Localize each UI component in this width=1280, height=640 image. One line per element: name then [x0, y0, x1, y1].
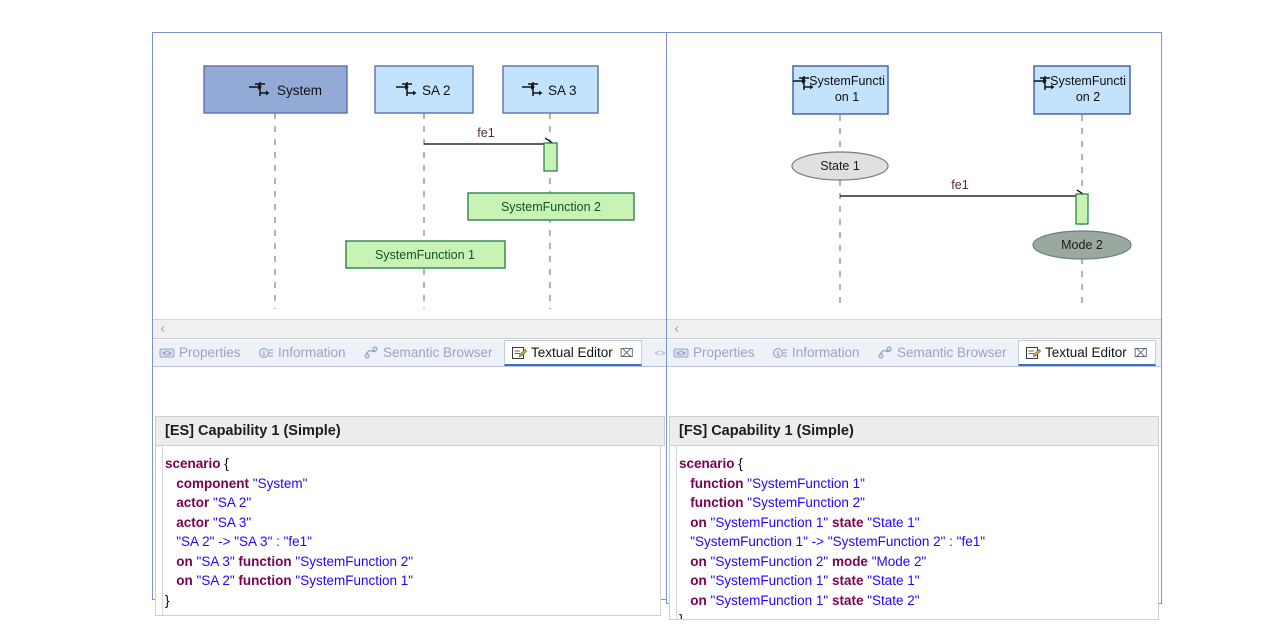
code-line: "SA 2" -> "SA 3" : "fe1" — [165, 532, 660, 552]
code-line: on "SystemFunction 1" state "State 1" — [679, 513, 1158, 533]
svg-text:fe1: fe1 — [951, 178, 968, 192]
left-view-tabbar: <> Properties i Information Semantic Bro… — [153, 340, 667, 367]
information-icon: i — [772, 345, 788, 361]
right-editor-frame: SystemFuncti on 1 SystemFuncti — [666, 32, 1162, 604]
tab-label: Information — [278, 341, 346, 365]
information-icon: i — [258, 345, 274, 361]
svg-text:fe1: fe1 — [477, 126, 494, 140]
tab-semantic-browser[interactable]: Semantic Browser — [871, 340, 1014, 366]
svg-text:SystemFuncti: SystemFuncti — [809, 74, 885, 88]
message-fe1: fe1 — [840, 178, 1086, 202]
code-gutter — [670, 446, 677, 619]
svg-text:State 1: State 1 — [820, 159, 860, 173]
code-lines: scenario { function "SystemFunction 1" f… — [670, 446, 1158, 620]
right-textual-editor-code[interactable]: scenario { function "SystemFunction 1" f… — [669, 446, 1159, 620]
right-editor-title: [FS] Capability 1 (Simple) — [669, 416, 1159, 446]
code-gutter — [156, 446, 163, 615]
svg-text:<>: <> — [162, 349, 172, 358]
lifeline-header-sa3: SA 3 — [503, 66, 598, 113]
svg-text:SystemFunction 2: SystemFunction 2 — [501, 200, 601, 214]
tab-information[interactable]: i Information — [766, 340, 867, 366]
svg-text:i: i — [777, 350, 779, 358]
code-line: scenario { — [679, 454, 1158, 474]
svg-text:Mode 2: Mode 2 — [1061, 238, 1103, 252]
left-diagram-hscrollbar[interactable]: ‹ — [153, 319, 667, 339]
activation-bar — [1076, 194, 1088, 224]
left-editor-title: [ES] Capability 1 (Simple) — [155, 416, 665, 446]
svg-text:on 1: on 1 — [835, 90, 859, 104]
close-icon[interactable]: ⌧ — [1134, 346, 1148, 360]
left-sequence-diagram[interactable]: System SA 2 — [153, 33, 667, 319]
tab-label: Textual Editor — [531, 341, 613, 365]
close-icon[interactable]: ⌧ — [620, 346, 634, 360]
left-textual-editor-code[interactable]: scenario { component "System" actor "SA … — [155, 446, 661, 616]
svg-text:SystemFuncti: SystemFuncti — [1050, 74, 1126, 88]
scroll-left-icon[interactable]: ‹ — [160, 322, 165, 338]
tab-label: Properties — [179, 341, 241, 365]
code-line: on "SystemFunction 2" mode "Mode 2" — [679, 552, 1158, 572]
svg-text:SA 3: SA 3 — [548, 83, 577, 98]
execution-systemfunction-2: SystemFunction 2 — [468, 193, 634, 220]
code-lines: scenario { component "System" actor "SA … — [156, 446, 660, 610]
code-line: component "System" — [165, 474, 660, 494]
svg-text:SystemFunction 1: SystemFunction 1 — [375, 248, 475, 262]
tab-information[interactable]: i Information — [252, 340, 353, 366]
properties-icon: <> — [159, 345, 175, 361]
tab-label: Textual Editor — [1045, 341, 1127, 365]
svg-text:i: i — [263, 350, 265, 358]
svg-text:<>: <> — [655, 348, 666, 358]
tab-label: Semantic Browser — [897, 341, 1007, 365]
code-line: on "SA 3" function "SystemFunction 2" — [165, 552, 660, 572]
tab-information-overflow[interactable]: <> In — [646, 340, 667, 366]
scroll-left-icon[interactable]: ‹ — [674, 322, 679, 338]
execution-systemfunction-1: SystemFunction 1 — [346, 241, 505, 268]
code-line: "SystemFunction 1" -> "SystemFunction 2"… — [679, 532, 1158, 552]
semantic-browser-icon — [363, 345, 379, 361]
tab-properties[interactable]: <> Properties — [667, 340, 762, 366]
tab-textual-editor[interactable]: Textual Editor ⌧ — [504, 340, 642, 366]
svg-text:System: System — [277, 83, 322, 98]
code-line: scenario { — [165, 454, 660, 474]
state-mode-2: Mode 2 — [1033, 231, 1131, 259]
code-line: } — [679, 610, 1158, 620]
right-sequence-diagram[interactable]: SystemFuncti on 1 SystemFuncti — [667, 33, 1161, 319]
tab-textual-editor[interactable]: Textual Editor ⌧ — [1018, 340, 1156, 366]
state-state-1: State 1 — [792, 152, 888, 180]
code-icon: <> — [652, 345, 667, 361]
svg-text:<>: <> — [676, 349, 686, 358]
code-line: function "SystemFunction 1" — [679, 474, 1158, 494]
code-line: actor "SA 3" — [165, 513, 660, 533]
tab-properties[interactable]: <> Properties — [153, 340, 248, 366]
svg-text:SA 2: SA 2 — [422, 83, 451, 98]
tab-label: Semantic Browser — [383, 341, 493, 365]
lifeline-header-systemfunction-2: SystemFuncti on 2 — [1034, 66, 1130, 114]
lifeline-dashes — [840, 115, 1082, 309]
tab-label: Information — [792, 341, 860, 365]
lifeline-header-sa2: SA 2 — [375, 66, 473, 113]
tab-semantic-browser[interactable]: Semantic Browser — [357, 340, 500, 366]
activation-bar — [544, 143, 557, 171]
lifeline-header-system: System — [204, 66, 347, 113]
code-line: on "SystemFunction 1" state "State 2" — [679, 591, 1158, 611]
textual-editor-icon — [511, 345, 527, 361]
code-line: on "SystemFunction 1" state "State 1" — [679, 571, 1158, 591]
message-fe1: fe1 — [424, 126, 554, 150]
properties-icon: <> — [673, 345, 689, 361]
code-line: actor "SA 2" — [165, 493, 660, 513]
code-line: function "SystemFunction 2" — [679, 493, 1158, 513]
right-view-tabbar: <> Properties i Information Semantic Bro… — [667, 340, 1161, 367]
code-line: } — [165, 591, 660, 611]
semantic-browser-icon — [877, 345, 893, 361]
svg-text:on 2: on 2 — [1076, 90, 1100, 104]
lifeline-header-systemfunction-1: SystemFuncti on 1 — [793, 66, 888, 114]
tab-label: Properties — [693, 341, 755, 365]
left-editor-frame: System SA 2 — [152, 32, 668, 600]
textual-editor-icon — [1025, 345, 1041, 361]
code-line: on "SA 2" function "SystemFunction 1" — [165, 571, 660, 591]
right-diagram-hscrollbar[interactable]: ‹ — [667, 319, 1161, 339]
